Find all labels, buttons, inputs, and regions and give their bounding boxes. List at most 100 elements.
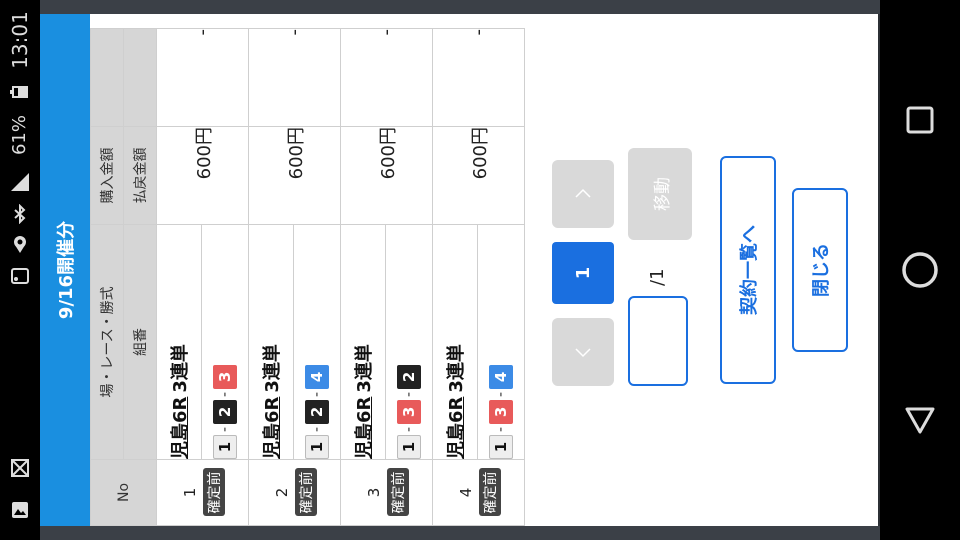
contract-list-button[interactable]: 契約一覧へ	[720, 156, 776, 384]
row-no-cell: 2 確定前	[248, 459, 341, 526]
combo-first: 1	[305, 435, 329, 459]
combo-cell: 1 - 3 - 4	[477, 224, 525, 460]
purchase-amount: 600円	[340, 126, 433, 225]
bet-type: 3連単	[262, 344, 283, 393]
combo-third: 4	[489, 364, 513, 389]
recents-icon[interactable]	[896, 96, 944, 144]
combo-third: 2	[397, 364, 421, 389]
table-row: 3 確定前 児島6R 3連単 600円 -	[340, 28, 433, 526]
wifi-off-icon	[8, 456, 32, 480]
page-total: /1	[647, 268, 668, 286]
combo-second: 2	[305, 399, 329, 424]
combo-cell: 1 - 2 - 4	[293, 224, 341, 460]
row-no-cell: 4 確定前	[432, 459, 525, 526]
next-page-button[interactable]	[552, 160, 614, 228]
header-padding	[90, 28, 124, 127]
status-battery-level: 61%	[9, 115, 30, 156]
back-icon[interactable]	[896, 396, 944, 444]
background-app-bottom	[40, 526, 880, 540]
row-no: 2	[273, 487, 291, 498]
combo-first: 1	[489, 435, 513, 459]
header-refund: 払戻金額	[123, 126, 157, 225]
combo-sep: -	[309, 426, 325, 432]
race-link[interactable]: 児島6R	[446, 396, 467, 459]
header-no: No	[90, 459, 157, 526]
combo-sep: -	[401, 426, 417, 432]
page-number-input[interactable]	[628, 296, 688, 386]
bet-dialog: 9/16開催分 No 場・レース・勝式 購入金額 組番 払戻金額	[40, 14, 878, 526]
refund-amount: -	[248, 28, 341, 127]
background-app-top	[40, 0, 880, 14]
combo-cell: 1 - 3 - 2	[385, 224, 433, 460]
dialog-content: 9/16開催分 No 場・レース・勝式 購入金額 組番 払戻金額	[40, 14, 878, 526]
dialog-title: 9/16開催分	[56, 220, 77, 320]
table-row: 4 確定前 児島6R 3連単 600円 -	[432, 28, 525, 526]
row-no: 3	[365, 487, 383, 498]
header-amount: 購入金額	[90, 126, 124, 225]
dialog-header: 9/16開催分	[40, 14, 90, 526]
table-subheader-row: 組番 払戻金額	[123, 28, 157, 526]
header-padding	[123, 28, 157, 127]
row-no-cell: 3 確定前	[340, 459, 433, 526]
combo-sep: -	[493, 426, 509, 432]
row-no: 4	[457, 487, 475, 498]
cast-icon	[8, 264, 32, 288]
combo-sep: -	[309, 391, 325, 397]
bet-type: 3連単	[170, 344, 191, 393]
home-icon[interactable]	[896, 246, 944, 294]
refund-amount: -	[156, 28, 249, 127]
refund-amount: -	[432, 28, 525, 127]
status-badge: 確定前	[203, 468, 225, 517]
row-no-cell: 1 確定前	[156, 459, 249, 526]
chevron-right-icon	[575, 188, 591, 198]
header-combo: 組番	[123, 224, 157, 460]
move-button[interactable]: 移動	[628, 148, 692, 240]
race-link[interactable]: 児島6R	[262, 396, 283, 459]
location-icon	[8, 232, 32, 256]
race-cell: 児島6R 3連単	[248, 224, 294, 460]
combo-sep: -	[217, 426, 233, 432]
4g-signal-icon	[8, 170, 32, 194]
bet-type: 3連単	[354, 344, 375, 393]
table-row: 1 確定前 児島6R 3連単 600円 -	[156, 28, 249, 526]
race-link[interactable]: 児島6R	[170, 396, 191, 459]
status-bar: 13:01 61%	[0, 0, 40, 540]
status-badge: 確定前	[295, 468, 317, 517]
race-cell: 児島6R 3連単	[156, 224, 202, 460]
combo-third: 3	[213, 364, 237, 389]
combo-sep: -	[401, 391, 417, 397]
close-button[interactable]: 閉じる	[792, 188, 848, 352]
combo-third: 4	[305, 364, 329, 389]
navigation-bar	[880, 0, 960, 540]
prev-page-button[interactable]	[552, 318, 614, 386]
status-badge: 確定前	[387, 468, 409, 517]
combo-cell: 1 - 2 - 3	[201, 224, 249, 460]
bluetooth-icon	[8, 202, 32, 226]
combo-first: 1	[397, 435, 421, 459]
race-cell: 児島6R 3連単	[340, 224, 386, 460]
race-link[interactable]: 児島6R	[354, 396, 375, 459]
table-header-row: No 場・レース・勝式 購入金額	[90, 28, 157, 526]
purchase-amount: 600円	[432, 126, 525, 225]
chevron-left-icon	[575, 348, 591, 358]
combo-first: 1	[213, 435, 237, 459]
current-page[interactable]: 1	[552, 242, 614, 304]
combo-second: 3	[397, 399, 421, 424]
combo-second: 2	[213, 399, 237, 424]
status-badge: 確定前	[479, 468, 501, 517]
race-cell: 児島6R 3連単	[432, 224, 478, 460]
purchase-amount: 600円	[156, 126, 249, 225]
table-row: 2 確定前 児島6R 3連単 600円 -	[248, 28, 341, 526]
header-race: 場・レース・勝式	[90, 224, 124, 460]
bets-table: No 場・レース・勝式 購入金額 組番 払戻金額 1 確定前 児島6R 3連単 6…	[90, 28, 525, 526]
refund-amount: -	[340, 28, 433, 127]
gallery-icon	[8, 498, 32, 522]
battery-icon	[8, 80, 32, 104]
bet-type: 3連単	[446, 344, 467, 393]
row-no: 1	[181, 487, 199, 498]
combo-sep: -	[493, 391, 509, 397]
purchase-amount: 600円	[248, 126, 341, 225]
combo-second: 3	[489, 399, 513, 424]
combo-sep: -	[217, 391, 233, 397]
status-time: 13:01	[8, 11, 32, 69]
